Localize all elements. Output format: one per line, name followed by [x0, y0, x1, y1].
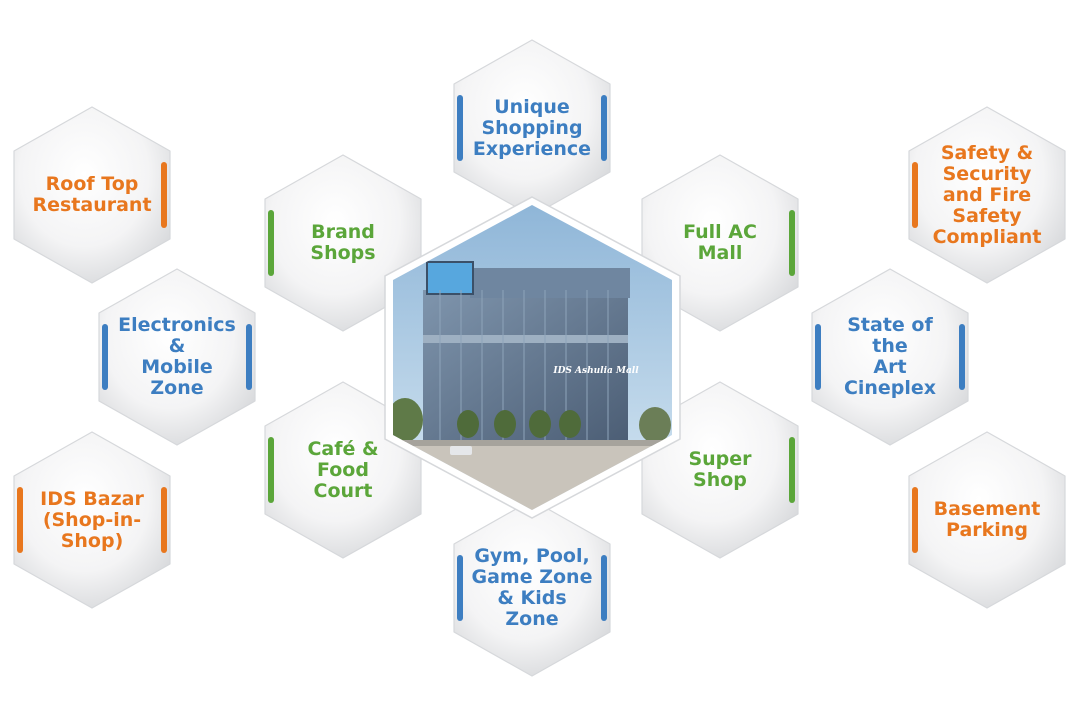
hex-tile-gym-pool-game-kids	[453, 499, 611, 677]
street-tree	[494, 410, 516, 438]
roof-pool-box	[426, 261, 474, 295]
hex-tile-state-of-the-art-cineplex	[811, 268, 969, 446]
hex-shape	[908, 431, 1066, 609]
hex-accent-bar-left	[268, 210, 274, 276]
hex-tile-safety-security-fire	[908, 106, 1066, 284]
hex-accent-bar-right	[246, 324, 252, 390]
hex-accent-bar-left	[102, 324, 108, 390]
hex-shape	[98, 268, 256, 446]
tree-left	[393, 398, 423, 442]
hex-accent-bar-right	[601, 555, 607, 621]
hex-shape	[453, 39, 611, 217]
hex-shape	[908, 106, 1066, 284]
hex-shape	[13, 106, 171, 284]
hex-accent-bar-right	[789, 437, 795, 503]
hex-shape	[264, 154, 422, 332]
street-tree	[559, 410, 581, 438]
hex-accent-bar-left	[457, 95, 463, 161]
hex-accent-bar-right	[789, 210, 795, 276]
hex-accent-bar-right	[161, 162, 167, 228]
hex-tile-ids-bazar	[13, 431, 171, 609]
hex-shape	[641, 154, 799, 332]
hex-tile-basement-parking	[908, 431, 1066, 609]
hex-tile-unique-shopping-experience	[453, 39, 611, 217]
hex-tile-electronics-mobile-zone	[98, 268, 256, 446]
hex-accent-bar-left	[815, 324, 821, 390]
building-body	[423, 290, 628, 440]
hex-accent-bar-left	[457, 555, 463, 621]
plaza-ground	[393, 440, 672, 510]
street-tree	[457, 410, 479, 438]
building-band	[423, 335, 628, 343]
building-upper	[470, 268, 630, 298]
hex-accent-bar-right	[959, 324, 965, 390]
street-tree	[529, 410, 551, 438]
hex-shape	[453, 499, 611, 677]
hex-shape	[811, 268, 969, 446]
hex-shape	[13, 431, 171, 609]
ids-ashulia-mall-building-photo: IDS Ashulia Mall	[384, 196, 681, 519]
car	[450, 446, 472, 455]
hex-accent-bar-left	[912, 162, 918, 228]
hex-tile-brand-shops	[264, 154, 422, 332]
hex-tile-full-ac-mall	[641, 154, 799, 332]
mall-sign: IDS Ashulia Mall	[552, 366, 639, 376]
tree-right	[639, 407, 671, 443]
building-photo: IDS Ashulia Mall	[393, 205, 672, 510]
hex-accent-bar-left	[912, 487, 918, 553]
hex-accent-bar-left	[268, 437, 274, 503]
hex-accent-bar-right	[161, 487, 167, 553]
hex-tile-roof-top-restaurant	[13, 106, 171, 284]
hex-accent-bar-left	[17, 487, 23, 553]
sidewalk	[393, 440, 672, 446]
hex-accent-bar-right	[601, 95, 607, 161]
